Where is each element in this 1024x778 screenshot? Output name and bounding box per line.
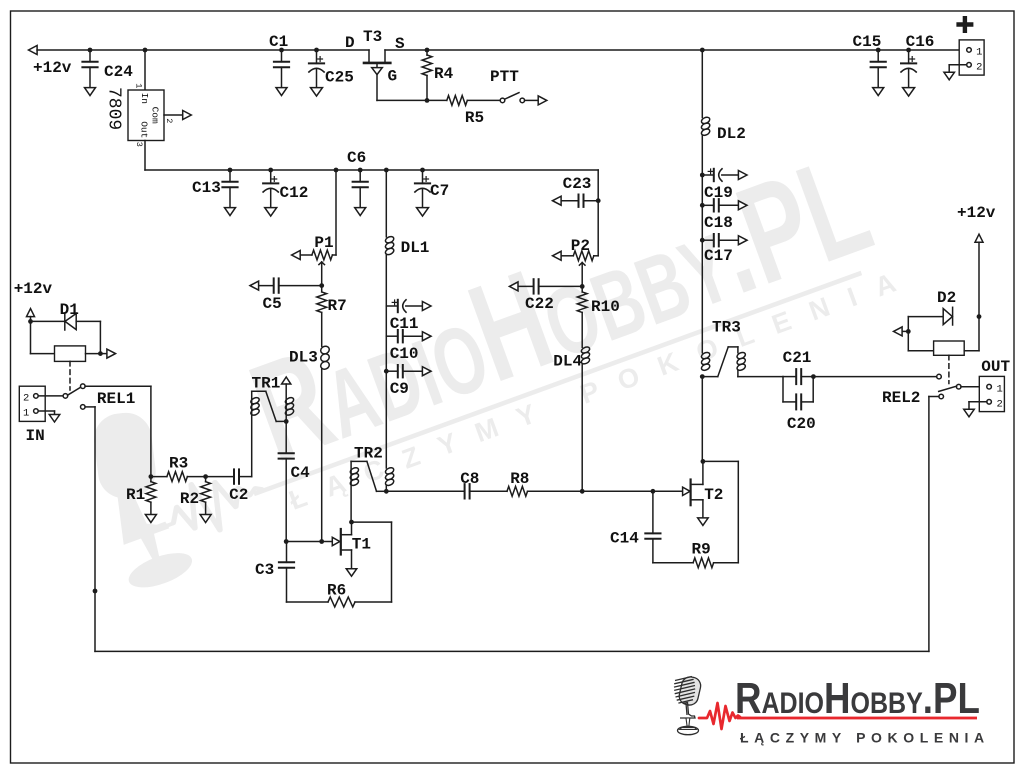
svg-text:Out: Out bbox=[139, 121, 150, 138]
svg-text:IN: IN bbox=[26, 427, 45, 445]
svg-text:R7: R7 bbox=[328, 297, 347, 315]
svg-text:C15: C15 bbox=[853, 33, 882, 51]
svg-text:Com: Com bbox=[150, 107, 161, 124]
svg-text:C23: C23 bbox=[563, 175, 592, 193]
svg-text:P2: P2 bbox=[571, 237, 590, 255]
svg-text:OUT: OUT bbox=[981, 358, 1010, 376]
svg-text:C9: C9 bbox=[390, 380, 409, 398]
svg-text:C4: C4 bbox=[291, 464, 311, 482]
svg-text:C16: C16 bbox=[906, 33, 935, 51]
svg-text:C5: C5 bbox=[263, 295, 282, 313]
svg-text:C1: C1 bbox=[269, 33, 288, 51]
svg-text:C6: C6 bbox=[347, 149, 366, 167]
svg-text:TR2: TR2 bbox=[354, 445, 383, 463]
svg-text:S: S bbox=[395, 35, 405, 53]
svg-text:R9: R9 bbox=[692, 541, 711, 559]
svg-text:C2: C2 bbox=[229, 486, 248, 504]
svg-text:1: 1 bbox=[133, 83, 143, 88]
svg-text:P1: P1 bbox=[314, 234, 333, 252]
svg-text:C7: C7 bbox=[430, 182, 449, 200]
svg-text:C19: C19 bbox=[704, 184, 733, 202]
svg-text:2: 2 bbox=[23, 393, 29, 405]
svg-text:C8: C8 bbox=[460, 470, 479, 488]
svg-text:REL1: REL1 bbox=[97, 390, 135, 408]
svg-text:T2: T2 bbox=[704, 486, 723, 504]
svg-text:DL1: DL1 bbox=[401, 239, 430, 257]
svg-text:R3: R3 bbox=[169, 455, 188, 473]
svg-text:R2: R2 bbox=[180, 490, 199, 508]
svg-text:C21: C21 bbox=[783, 349, 812, 367]
svg-text:In: In bbox=[139, 93, 150, 104]
svg-text:R1: R1 bbox=[126, 486, 145, 504]
svg-text:G: G bbox=[388, 68, 398, 86]
svg-text:TR1: TR1 bbox=[252, 375, 281, 393]
svg-text:1: 1 bbox=[976, 47, 982, 59]
svg-text:REL2: REL2 bbox=[882, 389, 920, 407]
svg-text:T1: T1 bbox=[352, 536, 371, 554]
svg-text:ŁĄCZYMY POKOLENIA: ŁĄCZYMY POKOLENIA bbox=[740, 730, 990, 746]
svg-text:C20: C20 bbox=[787, 415, 816, 433]
svg-text:2: 2 bbox=[997, 399, 1003, 411]
svg-text:C3: C3 bbox=[255, 561, 274, 579]
svg-text:R6: R6 bbox=[327, 582, 346, 600]
svg-text:D1: D1 bbox=[60, 301, 79, 319]
svg-text:DL2: DL2 bbox=[717, 125, 746, 143]
svg-text:C10: C10 bbox=[390, 345, 419, 363]
svg-text:C22: C22 bbox=[525, 295, 554, 313]
svg-text:3: 3 bbox=[134, 142, 144, 147]
svg-text:D: D bbox=[345, 34, 355, 52]
svg-text:T3: T3 bbox=[363, 28, 382, 46]
svg-text:C13: C13 bbox=[192, 179, 221, 197]
svg-text:PTT: PTT bbox=[490, 68, 519, 86]
svg-text:C24: C24 bbox=[104, 63, 133, 81]
svg-text:C17: C17 bbox=[704, 247, 733, 265]
svg-text:7809: 7809 bbox=[104, 87, 124, 130]
svg-text:C12: C12 bbox=[280, 184, 309, 202]
svg-text:+12v: +12v bbox=[33, 59, 72, 77]
svg-text:1: 1 bbox=[997, 384, 1003, 396]
svg-text:C14: C14 bbox=[610, 530, 639, 548]
svg-text:C11: C11 bbox=[390, 315, 419, 333]
svg-text:R4: R4 bbox=[434, 65, 454, 83]
svg-text:DL3: DL3 bbox=[289, 349, 318, 367]
svg-text:C18: C18 bbox=[704, 214, 733, 232]
svg-text:1: 1 bbox=[23, 408, 29, 420]
svg-text:C25: C25 bbox=[325, 69, 354, 87]
svg-text:2: 2 bbox=[164, 118, 174, 123]
svg-text:R8: R8 bbox=[510, 470, 529, 488]
svg-text:TR3: TR3 bbox=[712, 319, 741, 337]
svg-text:D2: D2 bbox=[937, 289, 956, 307]
svg-text:R10: R10 bbox=[591, 298, 620, 316]
svg-text:2: 2 bbox=[976, 62, 982, 74]
svg-text:DL4: DL4 bbox=[553, 353, 582, 371]
svg-text:+12v: +12v bbox=[957, 204, 996, 222]
svg-text:R5: R5 bbox=[465, 109, 484, 127]
svg-text:+12v: +12v bbox=[14, 280, 53, 298]
